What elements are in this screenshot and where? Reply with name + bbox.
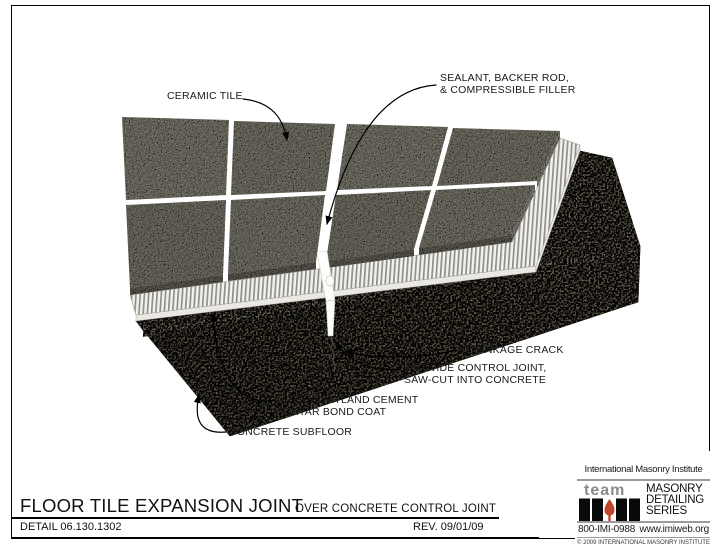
series-line3: SERIES bbox=[646, 505, 687, 517]
phone-number: 800-IMI-0988 bbox=[578, 524, 636, 535]
label-mortar-line2: MORTAR BOND COAT bbox=[274, 405, 387, 418]
leader-subfloor bbox=[193, 393, 227, 433]
detail-number: DETAIL 06.130.1302 bbox=[20, 521, 122, 533]
website-url: www.imiweb.org bbox=[639, 524, 710, 535]
leader-sealant bbox=[325, 84, 437, 226]
leader-lines bbox=[193, 84, 457, 433]
leader-shrinkage-crack bbox=[344, 349, 457, 358]
label-sealant-line1: SEALANT, BACKER ROD, bbox=[440, 72, 569, 84]
mortar-bond-coat bbox=[129, 137, 581, 322]
revision-date: REV. 09/01/09 bbox=[413, 521, 484, 533]
title-underline bbox=[11, 517, 499, 519]
sheet-subtitle: OVER CONCRETE CONTROL JOINT bbox=[295, 503, 497, 515]
copyright-line: © 2009 INTERNATIONAL MASONRY INSTITUTE bbox=[577, 539, 710, 546]
logo-divider bbox=[577, 536, 710, 539]
label-subfloor: CONCRETE SUBFLOOR bbox=[229, 426, 352, 438]
imi-trowel-icon bbox=[579, 498, 640, 522]
leader-control-joint bbox=[335, 341, 402, 371]
imi-logo-panel: International Masonry Institute team MAS… bbox=[575, 451, 716, 550]
bottom-rule bbox=[11, 536, 539, 540]
series-title: MASONRY DETAILING SERIES bbox=[646, 483, 705, 517]
label-mortar-line1: LATEX-PORTLAND CEMENT bbox=[274, 394, 419, 406]
team-logo-text: team bbox=[584, 482, 626, 499]
logo-divider bbox=[577, 521, 710, 523]
series-line1: MASONRY bbox=[646, 483, 703, 495]
shrinkage-crack-line bbox=[330, 335, 336, 373]
expansion-joint-sealant bbox=[316, 250, 336, 302]
label-control-joint-line1: 1/4" WIDE CONTROL JOINT, bbox=[404, 362, 547, 374]
label-sealant-line2: & COMPRESSIBLE FILLER bbox=[440, 83, 576, 96]
label-shrinkage-crack: SHRINKAGE CRACK bbox=[459, 344, 564, 356]
logo-divider bbox=[577, 479, 710, 481]
control-joint bbox=[325, 299, 336, 373]
institute-name: International Masonry Institute bbox=[584, 464, 703, 475]
sheet-title: FLOOR TILE EXPANSION JOINT bbox=[20, 495, 304, 516]
label-control-joint-line2: SAW-CUT INTO CONCRETE bbox=[404, 373, 547, 386]
label-ceramic-tile: CERAMIC TILE bbox=[167, 90, 243, 102]
series-line2: DETAILING bbox=[646, 494, 705, 506]
leader-mortar bbox=[209, 312, 272, 402]
contact-row: 800-IMI-0988 www.imiweb.org bbox=[578, 524, 709, 535]
ceramic-tile-field bbox=[122, 117, 560, 295]
leader-ceramic-tile bbox=[242, 98, 290, 142]
